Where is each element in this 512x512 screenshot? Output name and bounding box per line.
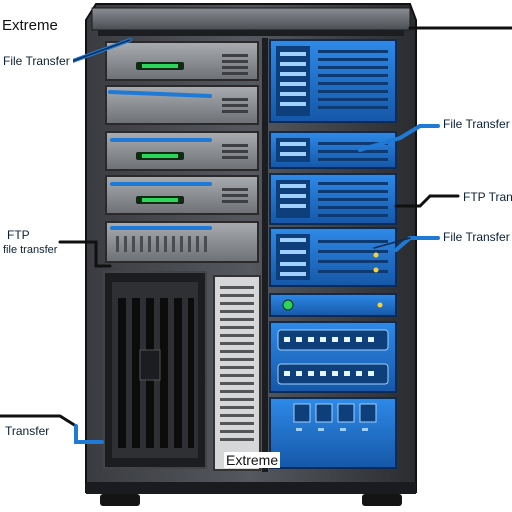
drive-bay-icon: [105, 131, 259, 171]
title-label: Extreme: [2, 17, 58, 34]
bottom-brand-label: Extreme: [224, 452, 281, 468]
label-transfer: Transfer: [2, 424, 53, 438]
vent-grille-icon: [213, 275, 261, 471]
label-file-transfer-left: File Transfer: [0, 54, 73, 68]
vent-grille-icon: [103, 271, 207, 469]
network-port-icon: [269, 397, 397, 469]
label-file-transfer-right-1: File Transfer: [440, 117, 512, 131]
drive-bay-icon: [105, 175, 259, 215]
drive-bay-icon: [105, 41, 259, 81]
label-file-transfer-ftp: file transfer: [0, 244, 61, 257]
label-ftp: FTP: [4, 228, 33, 242]
drive-bay-icon: [105, 85, 259, 125]
label-ftp-transfer-right: FTP Transfer: [460, 190, 512, 204]
connector-lines: [0, 26, 512, 444]
label-file-transfer-right-2: File Transfer: [440, 230, 512, 244]
network-port-icon: [269, 321, 397, 393]
blue-modules-right: [269, 39, 397, 469]
